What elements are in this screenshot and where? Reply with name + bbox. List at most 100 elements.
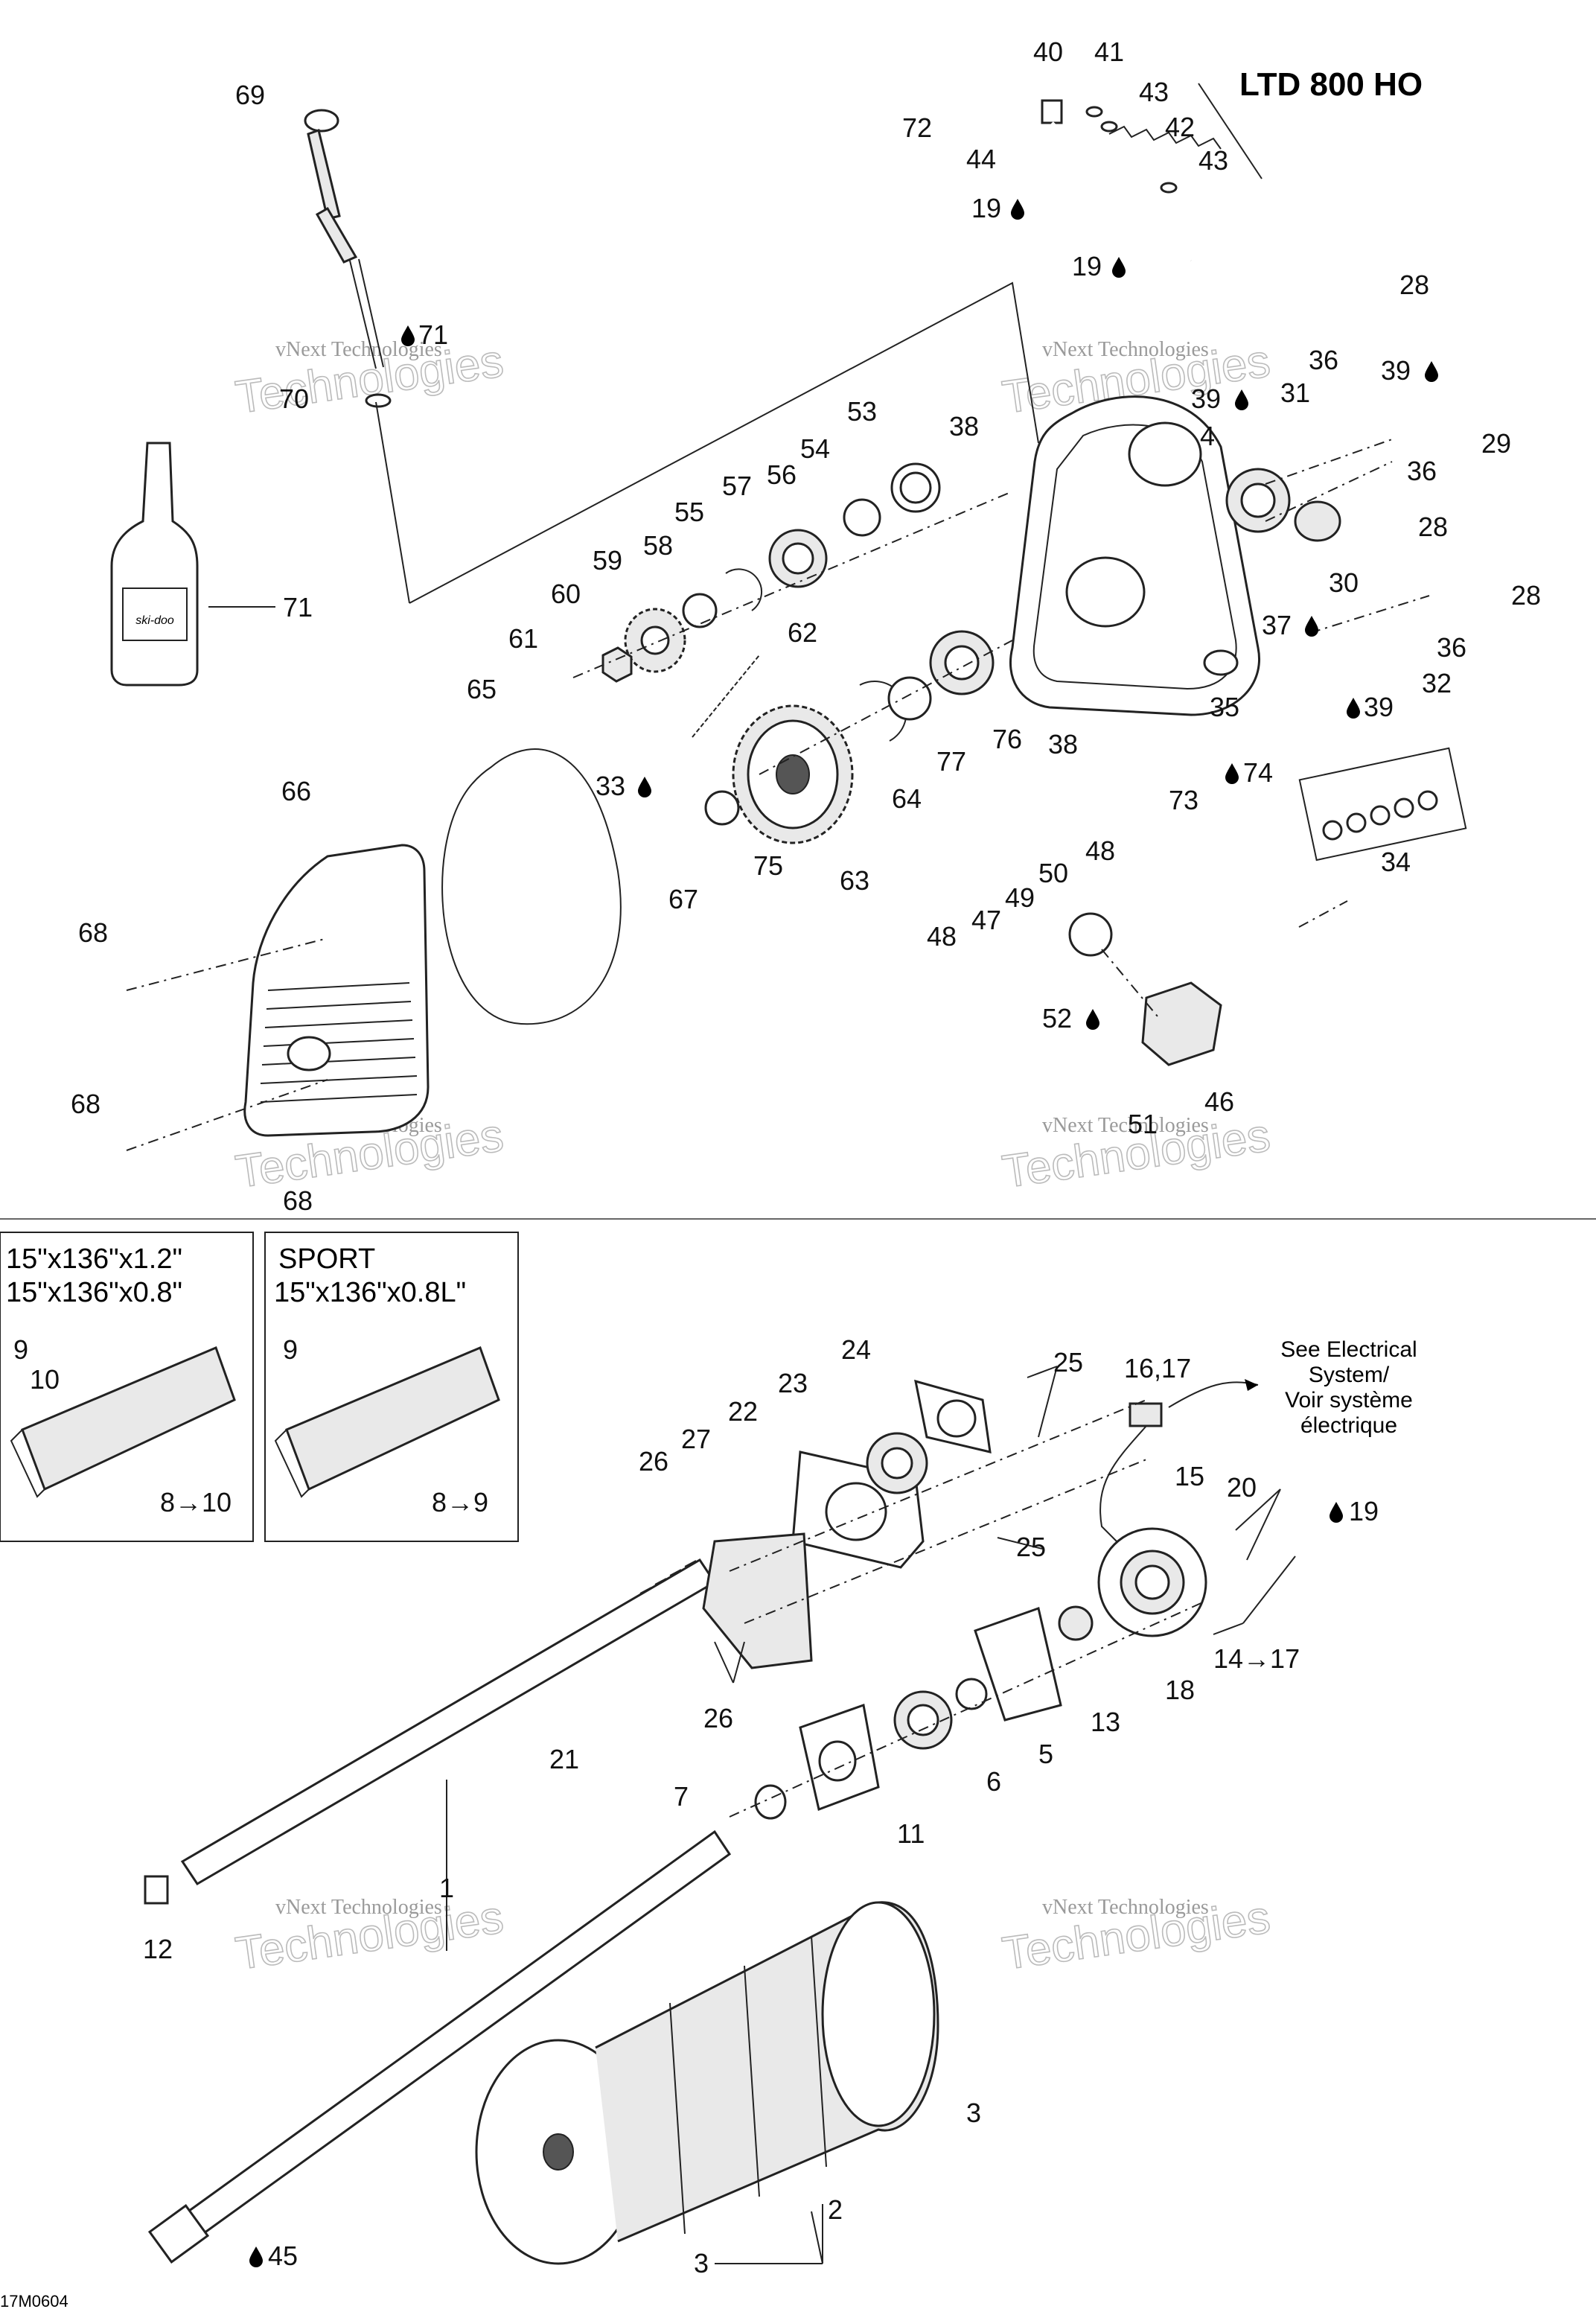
callout-28-b: 28 xyxy=(1418,512,1448,542)
callout-2: 2 xyxy=(828,2194,843,2225)
callout-72: 72 xyxy=(902,112,932,143)
callout-range-box2: 8→9 xyxy=(432,1487,488,1518)
callout-74: 74 xyxy=(1243,757,1273,788)
watermark-top-left: vNext Technologies Technologies xyxy=(232,334,508,424)
svg-text:vNext Technologies: vNext Technologies xyxy=(1042,1896,1209,1919)
tensioner-rod xyxy=(1041,99,1222,262)
callout-19-b: 19 xyxy=(1072,251,1102,281)
oil-bottle-71: ski-doo xyxy=(110,442,199,687)
callout-52: 52 xyxy=(1042,1003,1072,1034)
callout-9-box1: 9 xyxy=(13,1334,28,1365)
chaincase-cover-66 xyxy=(243,844,430,1137)
callout-3-b: 3 xyxy=(694,2248,709,2278)
callout-13: 13 xyxy=(1091,1707,1120,1737)
callout-7: 7 xyxy=(674,1781,689,1812)
callout-19-c: 19 xyxy=(1349,1496,1379,1526)
callout-54: 54 xyxy=(800,433,830,464)
callout-5: 5 xyxy=(1038,1739,1053,1769)
callout-27: 27 xyxy=(681,1424,711,1454)
callout-11: 11 xyxy=(897,1818,925,1849)
callout-12: 12 xyxy=(143,1934,173,1964)
callout-75: 75 xyxy=(753,850,783,881)
callout-3-a: 3 xyxy=(966,2098,981,2128)
bearing-76 xyxy=(929,630,995,695)
callout-71-b: 71 xyxy=(283,592,313,622)
callout-41: 41 xyxy=(1094,36,1124,67)
callout-51: 51 xyxy=(1128,1109,1158,1139)
callout-53: 53 xyxy=(847,396,877,427)
callout-20: 20 xyxy=(1227,1472,1257,1503)
callout-23: 23 xyxy=(778,1368,808,1398)
callout-49: 49 xyxy=(1005,882,1035,913)
callout-59: 59 xyxy=(593,545,622,576)
sprocket-59 xyxy=(624,608,686,673)
callout-18: 18 xyxy=(1165,1675,1195,1705)
callout-43-upper: 43 xyxy=(1139,77,1169,107)
callout-34: 34 xyxy=(1381,847,1411,877)
callout-44: 44 xyxy=(966,144,996,174)
svg-text:vNext Technologies: vNext Technologies xyxy=(1042,1114,1209,1137)
svg-text:15"x136"x0.8L": 15"x136"x0.8L" xyxy=(274,1277,466,1308)
callout-68-b: 68 xyxy=(71,1089,100,1119)
tensioner-block-46 xyxy=(1141,981,1222,1066)
model-title: LTD 800 HO xyxy=(1239,66,1423,103)
callout-26-a: 26 xyxy=(639,1446,668,1477)
bearing-6 xyxy=(893,1690,953,1750)
callout-66: 66 xyxy=(281,776,311,806)
callout-19-a: 19 xyxy=(971,193,1001,223)
seal-53 xyxy=(890,462,941,513)
callout-21: 21 xyxy=(549,1744,579,1774)
flange-13 xyxy=(974,1607,1062,1722)
callout-35: 35 xyxy=(1210,692,1239,722)
callout-69: 69 xyxy=(235,80,265,110)
svg-text:15"x136"x1.2": 15"x136"x1.2" xyxy=(6,1243,182,1275)
callout-62: 62 xyxy=(788,617,817,648)
callout-45: 45 xyxy=(268,2241,298,2271)
callout-65: 65 xyxy=(467,674,497,704)
callout-70: 70 xyxy=(279,383,309,414)
flange-11 xyxy=(799,1703,880,1812)
spacer-75 xyxy=(704,790,740,826)
callout-76: 76 xyxy=(992,724,1022,754)
svg-text:vNext Technologies: vNext Technologies xyxy=(1042,338,1209,361)
svg-text:vNext Technologies: vNext Technologies xyxy=(275,338,442,361)
electrical-note-line1: See Electrical xyxy=(1280,1337,1417,1362)
callout-57: 57 xyxy=(722,471,752,501)
callout-28-c: 28 xyxy=(1511,580,1541,611)
ring-18 xyxy=(1058,1605,1094,1641)
electrical-note-line4: électrique xyxy=(1300,1413,1397,1438)
callout-50: 50 xyxy=(1038,858,1068,888)
callout-29: 29 xyxy=(1481,428,1511,459)
callout-73: 73 xyxy=(1169,785,1198,815)
idler-50 xyxy=(1068,912,1113,957)
callout-36-a: 36 xyxy=(1309,345,1338,375)
callout-30: 30 xyxy=(1329,567,1359,598)
bearing-housing-14 xyxy=(1097,1527,1207,1637)
callout-77: 77 xyxy=(936,746,966,777)
drive-axle-1 xyxy=(147,1829,732,2264)
callout-32: 32 xyxy=(1422,668,1452,698)
spacer-54 xyxy=(843,498,881,537)
callout-36-b: 36 xyxy=(1407,456,1437,486)
seal-23 xyxy=(866,1432,928,1494)
callout-9-box2: 9 xyxy=(283,1334,298,1365)
drawing-code: 17M0604 xyxy=(0,2292,68,2311)
callout-39-b: 39 xyxy=(1191,383,1221,414)
upper-bearing-4 xyxy=(1225,468,1291,533)
svg-text:15"x136"x0.8": 15"x136"x0.8" xyxy=(6,1277,182,1308)
callout-42: 42 xyxy=(1165,112,1195,142)
bottle-brand-label: ski-doo xyxy=(135,614,174,627)
roller-30 xyxy=(1294,500,1341,542)
callout-range-box1: 8→10 xyxy=(160,1487,232,1518)
bottom-leader-lines xyxy=(446,1366,1296,2264)
callout-26-b: 26 xyxy=(703,1703,733,1733)
callout-22: 22 xyxy=(728,1396,758,1427)
callouts-bottom: 16,17 See Electrical System/ Voir systèm… xyxy=(143,1334,1417,2278)
chaincase-housing xyxy=(1009,395,1260,716)
callout-46: 46 xyxy=(1204,1086,1234,1117)
callout-47: 47 xyxy=(971,905,1001,935)
callout-25-a: 25 xyxy=(1053,1347,1083,1378)
callout-48-b: 48 xyxy=(927,921,957,952)
bearing-57 xyxy=(768,529,828,588)
